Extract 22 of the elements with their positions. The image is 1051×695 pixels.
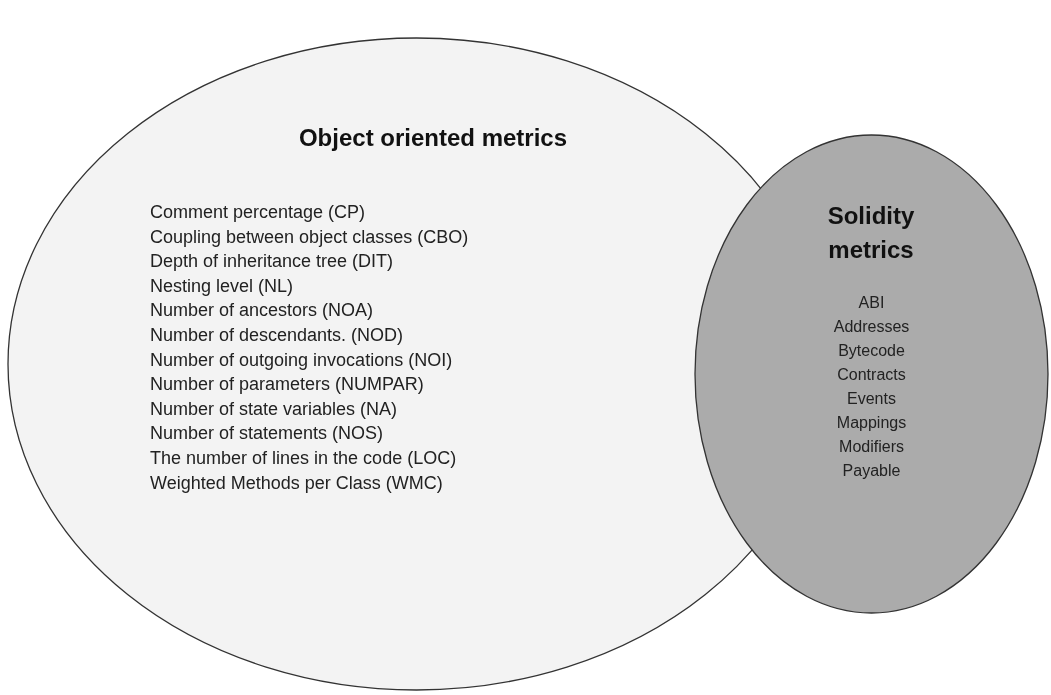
metric-item: Number of ancestors (NOA) bbox=[150, 299, 374, 323]
metric-item: Bytecode bbox=[838, 341, 905, 361]
metric-item: Coupling between object classes (CBO) bbox=[150, 225, 469, 249]
metric-item: Nesting level (NL) bbox=[150, 274, 294, 298]
metric-item: Number of outgoing invocations (NOI) bbox=[150, 348, 453, 372]
metric-item: ABI bbox=[858, 293, 885, 313]
metric-item: Number of descendants. (NOD) bbox=[150, 323, 404, 347]
metric-item: Payable bbox=[842, 461, 901, 481]
metric-item: Weighted Methods per Class (WMC) bbox=[150, 471, 443, 495]
set-title: Object oriented metrics bbox=[297, 123, 569, 153]
metric-item: Number of state variables (NA) bbox=[150, 397, 398, 421]
metric-item: Contracts bbox=[837, 365, 906, 385]
metric-item: Comment percentage (CP) bbox=[150, 201, 366, 224]
metric-item: Mappings bbox=[836, 413, 907, 433]
metric-item: Number of parameters (NUMPAR) bbox=[150, 373, 424, 397]
metric-item: Modifiers bbox=[839, 437, 904, 457]
metric-item: Depth of inheritance tree (DIT) bbox=[150, 250, 394, 274]
metric-item: Number of statements (NOS) bbox=[150, 422, 384, 446]
metric-item: Addresses bbox=[833, 317, 910, 337]
set-title: Solidity metrics bbox=[826, 201, 916, 265]
metric-item: Events bbox=[847, 389, 896, 409]
metric-item: The number of lines in the code (LOC) bbox=[150, 446, 457, 470]
